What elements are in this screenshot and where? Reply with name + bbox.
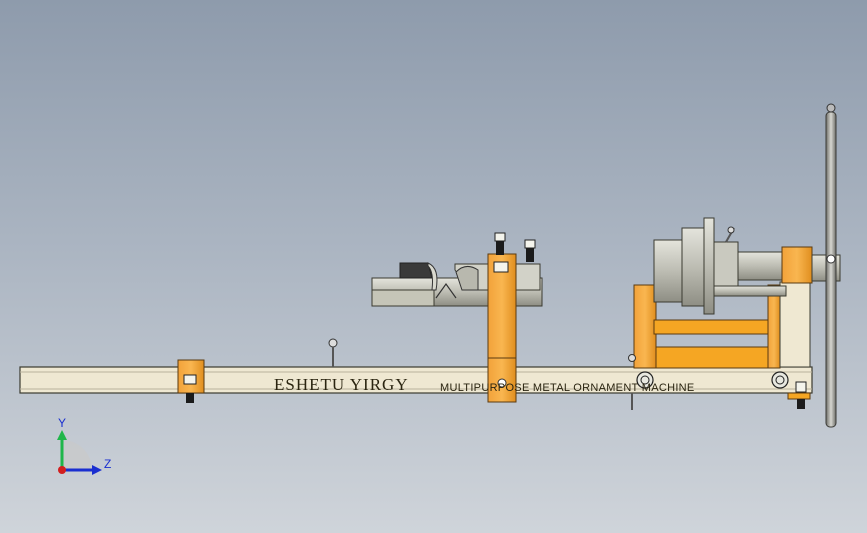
beam-bolts — [628, 354, 789, 410]
left-clamp — [177, 359, 205, 403]
y-axis-label: Y — [58, 416, 66, 430]
machine-title-label: MULTIPURPOSE METAL ORNAMENT MACHINE — [440, 382, 695, 394]
vertical-handle-rod — [825, 103, 837, 428]
coordinate-triad: Y Z — [57, 416, 111, 475]
right-foot — [787, 381, 811, 409]
spindle-assembly — [653, 217, 787, 315]
center-column-clamp — [487, 232, 536, 403]
z-axis-label: Z — [104, 457, 111, 471]
pin-left — [328, 338, 338, 367]
designer-label: ESHETU YIRGY — [274, 375, 409, 394]
main-beam — [19, 366, 813, 394]
